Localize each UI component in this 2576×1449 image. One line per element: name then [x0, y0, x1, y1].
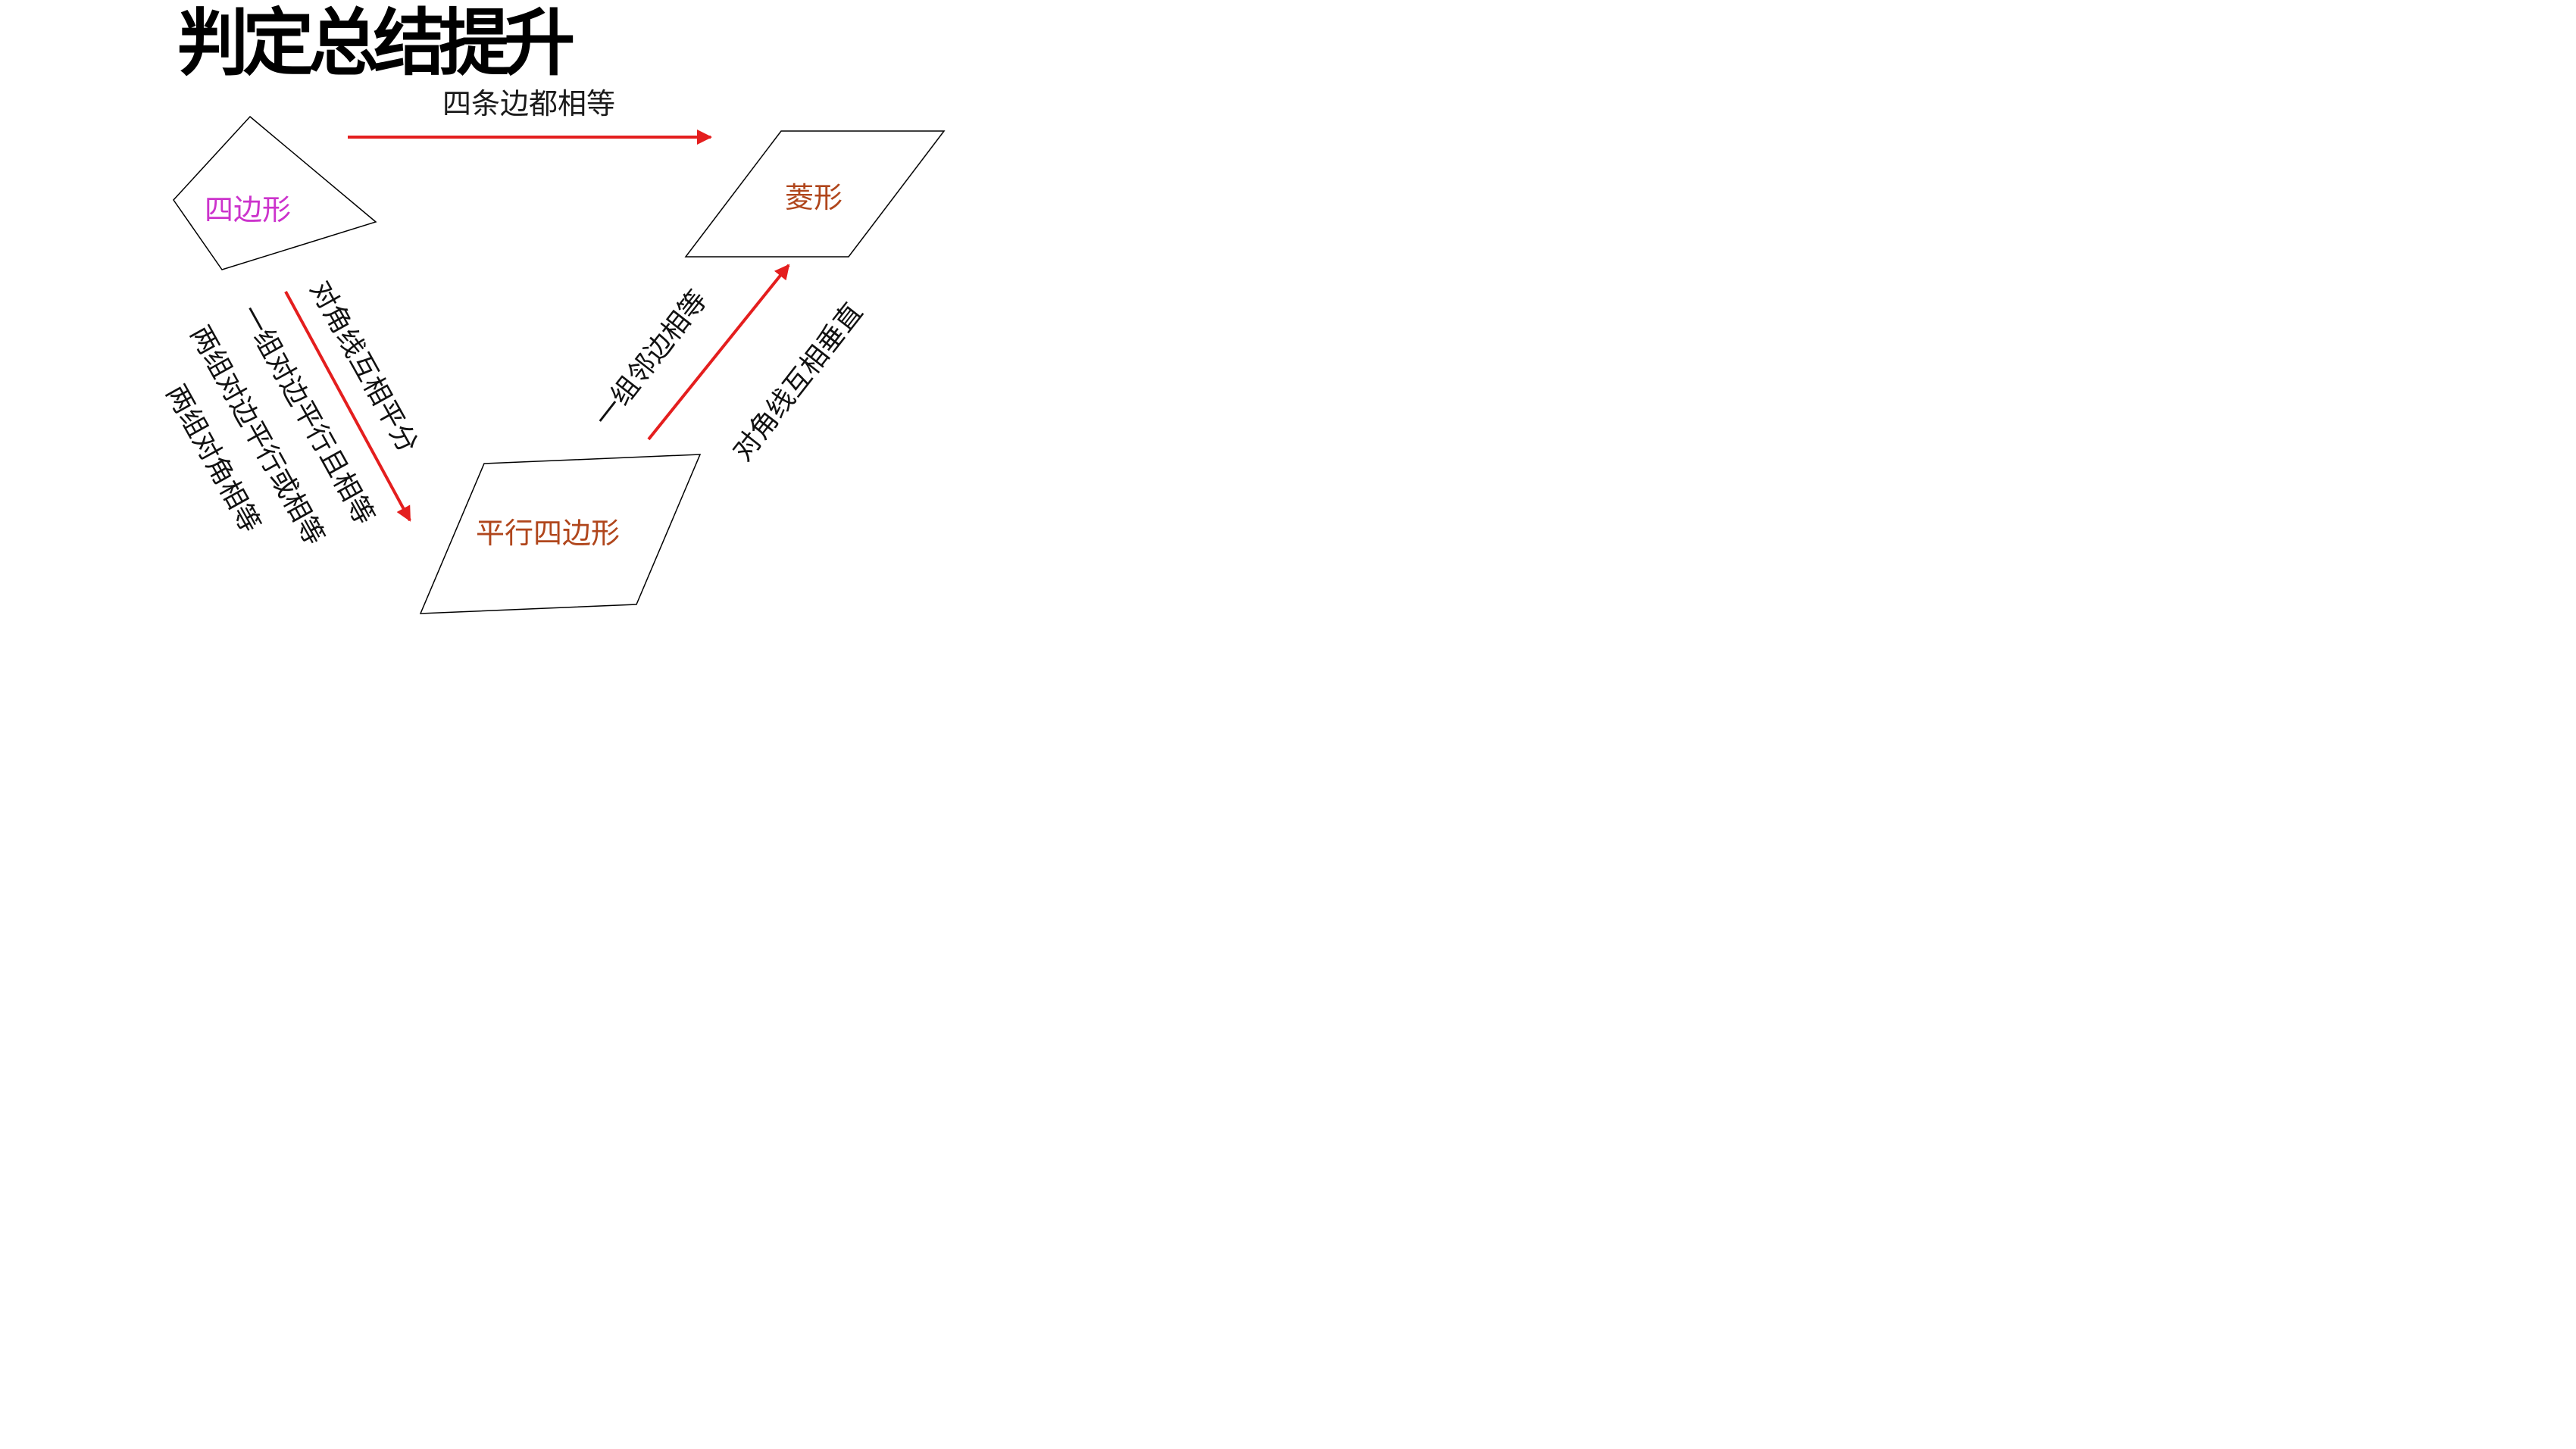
- rhombus-shape: [684, 130, 946, 258]
- parallelogram-shape: [419, 454, 702, 614]
- diagram-canvas: [173, 115, 946, 614]
- condition-four-sides-equal: 四条边都相等: [442, 87, 616, 120]
- quadrilateral-shape: [173, 115, 377, 270]
- page-title: 判定总结提升: [177, 1, 575, 86]
- arrow-quad-to-parallelogram: [284, 291, 411, 522]
- arrow-parallelogram-to-rhombus: [647, 264, 790, 441]
- rhombus-label: 菱形: [785, 181, 843, 214]
- quadrilateral-label: 四边形: [205, 193, 292, 226]
- parallelogram-label: 平行四边形: [476, 517, 621, 550]
